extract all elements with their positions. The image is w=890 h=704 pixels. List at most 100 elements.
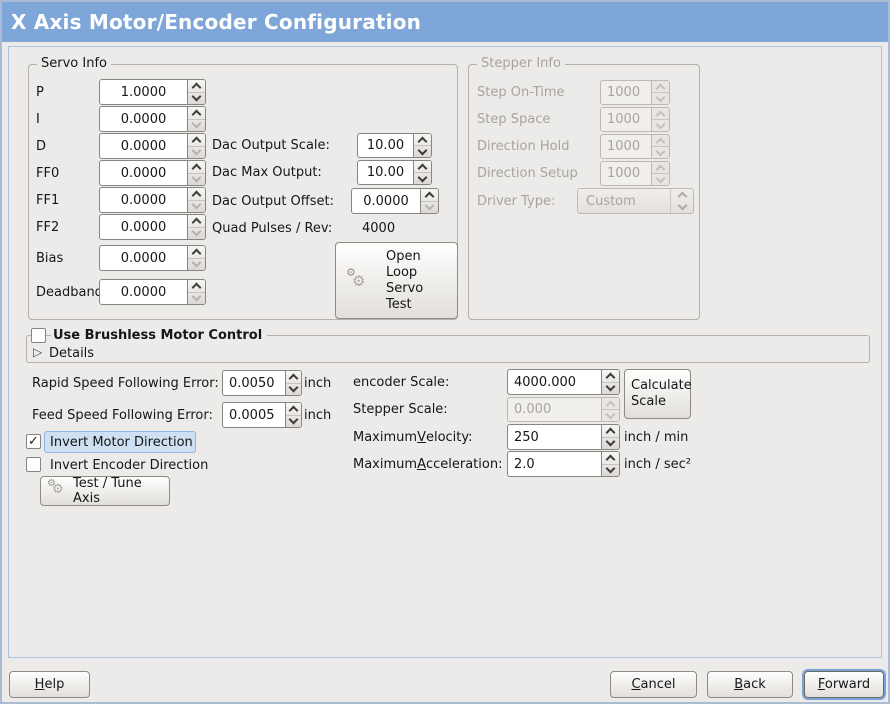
spin-down-button[interactable] xyxy=(188,118,205,132)
deadband-input[interactable]: 0.0000 xyxy=(120,284,167,300)
spin-up-button[interactable] xyxy=(602,370,619,383)
spin-up-button[interactable] xyxy=(414,161,431,173)
ff1-input[interactable]: 0.0000 xyxy=(120,192,167,208)
chevron-down-icon xyxy=(417,172,428,182)
calculate-scale-label: Calculate Scale xyxy=(631,378,692,409)
ff0-spinbox[interactable]: 0.0000 xyxy=(99,160,206,186)
spin-buttons[interactable] xyxy=(601,370,619,394)
direction-setup-label: Direction Setup xyxy=(477,166,578,181)
spin-buttons[interactable] xyxy=(420,189,438,213)
spin-down-button[interactable] xyxy=(414,145,431,157)
cancel-button[interactable]: Cancel xyxy=(610,671,697,698)
max-acceleration-spinbox[interactable]: 2.0 xyxy=(507,451,620,477)
invert-motor-checkbox[interactable]: ✓ xyxy=(26,434,41,449)
dac-max-output-input[interactable]: 10.00 xyxy=(366,165,405,180)
spin-up-button[interactable] xyxy=(188,215,205,228)
open-loop-servo-test-button[interactable]: ⚙ ⚙ Open Loop Servo Test xyxy=(335,242,458,319)
spin-down-button[interactable] xyxy=(188,145,205,159)
spin-down-button[interactable] xyxy=(188,172,205,186)
use-brushless-checkbox[interactable] xyxy=(31,328,46,343)
p-input[interactable]: 1.0000 xyxy=(120,84,167,100)
test-tune-axis-button[interactable]: ⚙ ⚙ Test / Tune Axis xyxy=(40,476,170,506)
spin-down-button[interactable] xyxy=(188,226,205,240)
spin-down-button[interactable] xyxy=(188,257,205,271)
d-input[interactable]: 0.0000 xyxy=(120,138,167,154)
spin-buttons[interactable] xyxy=(187,215,205,239)
i-spinbox[interactable]: 0.0000 xyxy=(99,106,206,132)
back-button[interactable]: Back xyxy=(707,671,793,698)
dac-output-offset-input[interactable]: 0.0000 xyxy=(363,193,409,209)
spin-up-button[interactable] xyxy=(286,371,301,384)
spin-down-button[interactable] xyxy=(421,200,438,214)
dac-max-output-spinbox[interactable]: 10.00 xyxy=(357,160,432,185)
bias-input[interactable]: 0.0000 xyxy=(120,250,167,266)
rapid-following-error-spinbox[interactable]: 0.0050 xyxy=(222,370,302,396)
ff0-input[interactable]: 0.0000 xyxy=(120,165,167,181)
invert-motor-label[interactable]: Invert Motor Direction xyxy=(44,431,196,453)
invert-encoder-label[interactable]: Invert Encoder Direction xyxy=(50,457,209,473)
spin-down-button[interactable] xyxy=(602,463,619,477)
spin-up-button[interactable] xyxy=(188,280,205,293)
spin-buttons[interactable] xyxy=(187,280,205,304)
feed-following-error-spinbox[interactable]: 0.0005 xyxy=(222,402,302,428)
spin-buttons[interactable] xyxy=(413,134,431,157)
spin-up-button[interactable] xyxy=(421,189,438,202)
expander-triangle-icon[interactable]: ▷ xyxy=(33,345,43,359)
spin-buttons[interactable] xyxy=(187,107,205,131)
spin-up-button[interactable] xyxy=(188,134,205,147)
spin-buttons[interactable] xyxy=(413,161,431,184)
spin-down-button[interactable] xyxy=(188,199,205,213)
spin-buttons[interactable] xyxy=(187,80,205,104)
spin-buttons[interactable] xyxy=(187,246,205,270)
dac-output-offset-spinbox[interactable]: 0.0000 xyxy=(351,188,439,214)
ff1-spinbox[interactable]: 0.0000 xyxy=(99,187,206,213)
d-spinbox[interactable]: 0.0000 xyxy=(99,133,206,159)
spin-buttons[interactable] xyxy=(601,425,619,449)
spin-down-button[interactable] xyxy=(188,91,205,105)
ff2-input[interactable]: 0.0000 xyxy=(120,219,167,235)
max-acceleration-input[interactable]: 2.0 xyxy=(514,456,535,472)
details-expander-label[interactable]: Details xyxy=(49,345,95,361)
spin-buttons[interactable] xyxy=(285,371,301,395)
use-brushless-label[interactable]: Use Brushless Motor Control xyxy=(51,327,268,343)
spin-up-button[interactable] xyxy=(286,403,301,416)
rapid-following-error-input[interactable]: 0.0050 xyxy=(229,375,275,391)
ff2-spinbox[interactable]: 0.0000 xyxy=(99,214,206,240)
spin-down-button[interactable] xyxy=(602,381,619,395)
spin-down-button[interactable] xyxy=(414,172,431,184)
encoder-scale-input[interactable]: 4000.000 xyxy=(514,374,577,390)
deadband-spinbox[interactable]: 0.0000 xyxy=(99,279,206,305)
feed-following-error-input[interactable]: 0.0005 xyxy=(229,407,275,423)
spin-buttons[interactable] xyxy=(601,452,619,476)
bias-spinbox[interactable]: 0.0000 xyxy=(99,245,206,271)
p-spinbox[interactable]: 1.0000 xyxy=(99,79,206,105)
dac-output-scale-spinbox[interactable]: 10.00 xyxy=(357,133,432,158)
spin-up-button[interactable] xyxy=(188,80,205,93)
driver-type-label: Driver Type: xyxy=(477,193,556,209)
invert-encoder-checkbox[interactable] xyxy=(26,457,41,472)
spin-down-button[interactable] xyxy=(188,291,205,305)
spin-buttons[interactable] xyxy=(285,403,301,427)
help-button[interactable]: Help xyxy=(9,671,90,698)
spin-up-button[interactable] xyxy=(602,425,619,438)
i-input[interactable]: 0.0000 xyxy=(120,111,167,127)
spin-buttons[interactable] xyxy=(187,188,205,212)
spin-down-button[interactable] xyxy=(602,436,619,450)
max-velocity-input[interactable]: 250 xyxy=(514,429,539,445)
encoder-scale-spinbox[interactable]: 4000.000 xyxy=(507,369,620,395)
spin-up-button[interactable] xyxy=(414,134,431,146)
spin-up-button[interactable] xyxy=(188,188,205,201)
forward-button[interactable]: Forward xyxy=(804,671,884,698)
spin-up-button[interactable] xyxy=(188,246,205,259)
chevron-down-icon xyxy=(191,199,202,210)
spin-up-button[interactable] xyxy=(188,161,205,174)
dac-output-scale-input[interactable]: 10.00 xyxy=(366,138,405,153)
spin-up-button[interactable] xyxy=(188,107,205,120)
spin-down-button[interactable] xyxy=(286,414,301,428)
spin-down-button[interactable] xyxy=(286,382,301,396)
max-velocity-spinbox[interactable]: 250 xyxy=(507,424,620,450)
calculate-scale-button[interactable]: Calculate Scale xyxy=(624,369,692,419)
spin-buttons[interactable] xyxy=(187,161,205,185)
spin-up-button[interactable] xyxy=(602,452,619,465)
spin-buttons[interactable] xyxy=(187,134,205,158)
